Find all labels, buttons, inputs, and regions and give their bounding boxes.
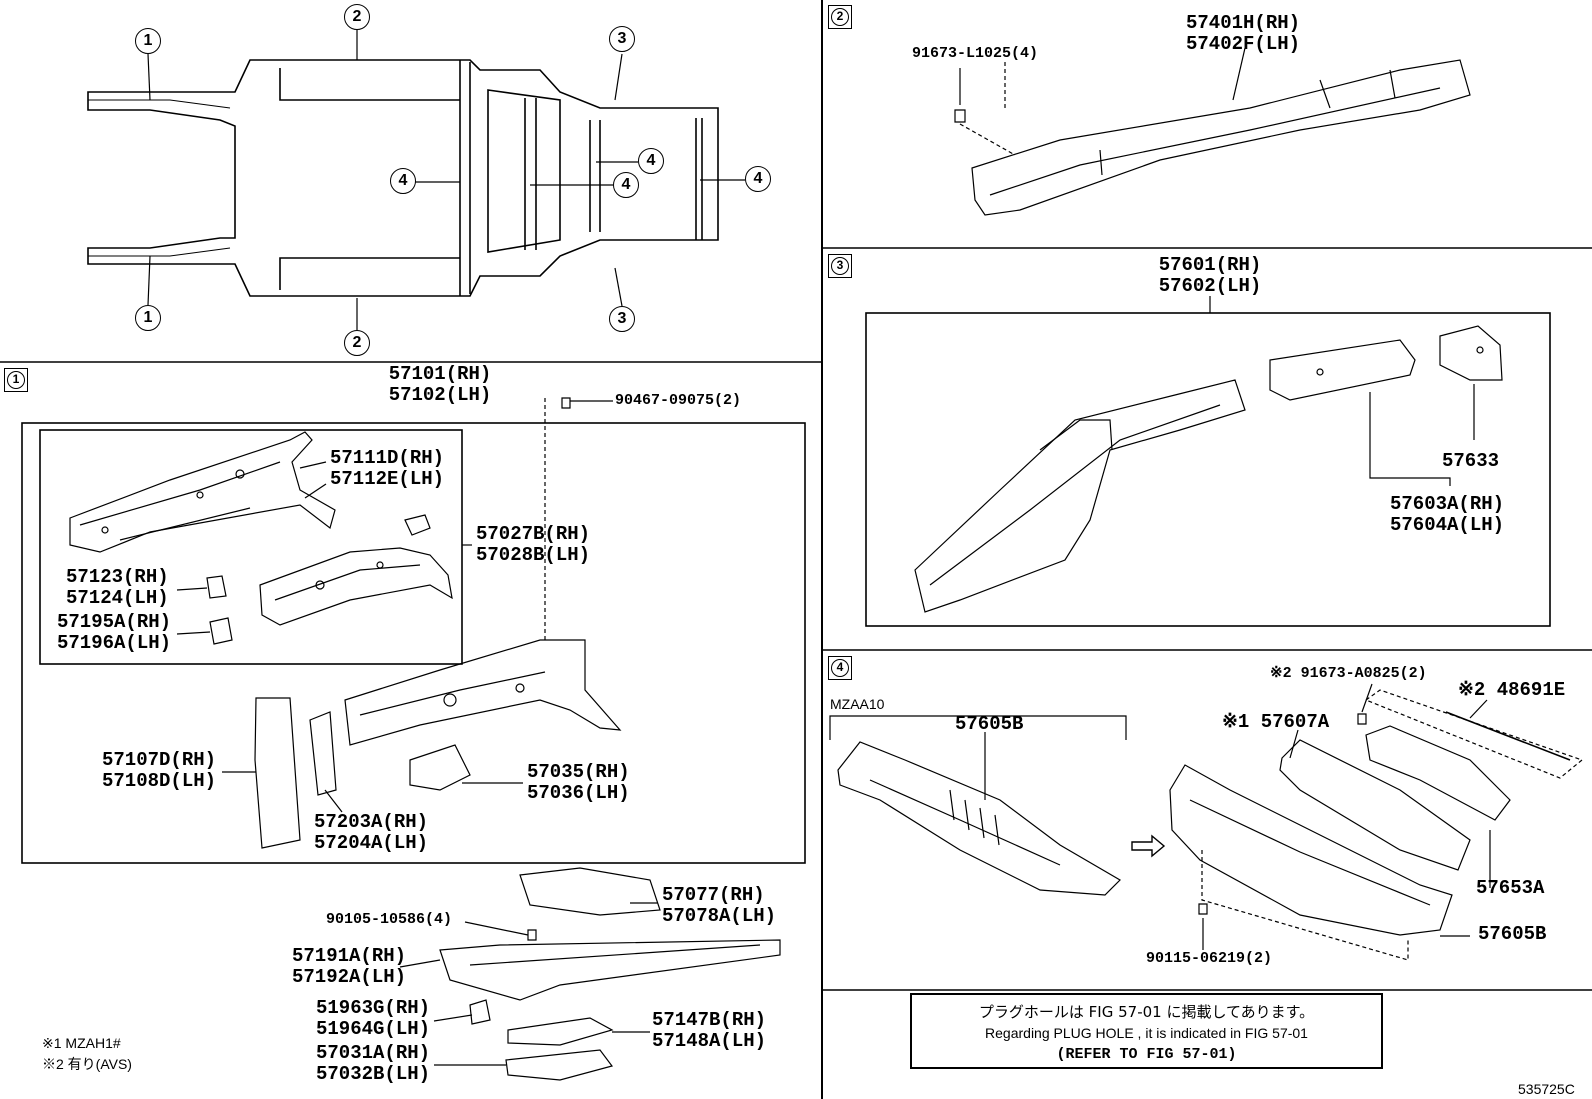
part-57148[interactable]: 57148A(LH) <box>652 1030 767 1052</box>
part-57108[interactable]: 57108D(LH) <box>102 770 217 792</box>
callout-4-left[interactable]: 4 <box>390 168 416 194</box>
part-57195[interactable]: 57195A(RH) <box>57 611 172 633</box>
s1-apron-upper <box>69 431 336 553</box>
s1-inner-box <box>39 429 463 665</box>
part-57101[interactable]: 57101(RH) <box>388 363 492 385</box>
s1-side-member <box>344 639 622 746</box>
part-51964[interactable]: 51964G(LH) <box>316 1018 431 1040</box>
part-57602[interactable]: 57602(LH) <box>1158 275 1262 297</box>
s3-box <box>865 312 1551 627</box>
part-90115[interactable]: 90115-06219(2) <box>1146 950 1273 967</box>
s1-bolt-90467 <box>561 397 571 409</box>
s4-arrow <box>1131 834 1166 858</box>
part-57633[interactable]: 57633 <box>1442 450 1500 472</box>
s1-rocker-lower <box>439 867 781 1081</box>
part-57078[interactable]: 57078A(LH) <box>662 905 777 927</box>
s3-apron-assembly <box>914 325 1503 613</box>
s4-dash-panel-right <box>1169 711 1571 936</box>
callout-3-bottom[interactable]: 3 <box>609 306 635 332</box>
s3-leaders <box>1209 296 1475 486</box>
part-57402[interactable]: 57402F(LH) <box>1186 33 1301 55</box>
figure-id: 535725C <box>1518 1081 1575 1097</box>
section-1-number: 1 <box>7 371 25 389</box>
part-51963[interactable]: 51963G(RH) <box>316 997 431 1019</box>
part-57401[interactable]: 57401H(RH) <box>1186 12 1301 34</box>
part-57203[interactable]: 57203A(RH) <box>314 811 429 833</box>
s1-outer-box <box>21 422 806 864</box>
callout-1-bottom[interactable]: 1 <box>135 305 161 331</box>
s4-leaders <box>984 683 1584 961</box>
s1-apron-lower <box>259 514 453 626</box>
part-57031[interactable]: 57031A(RH) <box>316 1042 431 1064</box>
part-57102[interactable]: 57102(LH) <box>388 384 492 406</box>
part-57192[interactable]: 57192A(LH) <box>292 966 407 988</box>
footnote-1: ※1 MZAH1# <box>42 1035 121 1051</box>
s1-pillar-57107 <box>254 697 301 849</box>
section-4-tag: 4 <box>828 656 852 680</box>
part-57204[interactable]: 57204A(LH) <box>314 832 429 854</box>
s1-brace-57203 <box>309 711 337 796</box>
underbody-overview-outline <box>87 59 719 297</box>
section-1-tag: 1 <box>4 368 28 392</box>
part-57077[interactable]: 57077(RH) <box>662 884 765 906</box>
callout-2-bottom[interactable]: 2 <box>344 330 370 356</box>
part-57191[interactable]: 57191A(RH) <box>292 945 407 967</box>
callout-2-top[interactable]: 2 <box>344 4 370 30</box>
part-57605b-right[interactable]: 57605B <box>1478 923 1547 945</box>
part-57603[interactable]: 57603A(RH) <box>1390 493 1505 515</box>
part-57605b-left[interactable]: 57605B <box>955 713 1024 735</box>
s4-dash-panel-left <box>837 741 1121 896</box>
part-91673-l1025[interactable]: 91673-L1025(4) <box>912 45 1039 62</box>
section-4-number: 4 <box>831 659 849 677</box>
note-reference[interactable]: (REFER TO FIG 57-01) <box>1056 1046 1237 1063</box>
part-57112[interactable]: 57112E(LH) <box>330 468 445 490</box>
part-57035[interactable]: 57035(RH) <box>527 761 630 783</box>
part-91673-a0825[interactable]: ※2 91673-A0825(2) <box>1270 665 1427 682</box>
section-3-number: 3 <box>831 257 849 275</box>
part-48691e[interactable]: ※2 48691E <box>1458 679 1566 701</box>
section-2-number: 2 <box>831 8 849 26</box>
part-57196[interactable]: 57196A(LH) <box>57 632 172 654</box>
part-57032[interactable]: 57032B(LH) <box>316 1063 431 1085</box>
section-3-tag: 3 <box>828 254 852 278</box>
section-2-tag: 2 <box>828 5 852 29</box>
note-japanese: プラグホールは FIG 57-01 に掲載してあります。 <box>978 1003 1315 1021</box>
callout-3-top[interactable]: 3 <box>609 26 635 52</box>
callout-1-top[interactable]: 1 <box>135 28 161 54</box>
part-57653a[interactable]: 57653A <box>1476 877 1545 899</box>
callout-4-right[interactable]: 4 <box>745 166 771 192</box>
s1-leaders <box>176 400 658 1066</box>
model-mzaa10: MZAA10 <box>830 696 885 712</box>
part-57036[interactable]: 57036(LH) <box>527 782 630 804</box>
callout-4-mid-upper[interactable]: 4 <box>638 148 664 174</box>
part-57124[interactable]: 57124(LH) <box>66 587 169 609</box>
part-57123[interactable]: 57123(RH) <box>66 566 169 588</box>
part-90467[interactable]: 90467-09075(2) <box>615 392 742 409</box>
part-57147[interactable]: 57147B(RH) <box>652 1009 767 1031</box>
s2-leaders <box>959 47 1246 156</box>
s2-bolt <box>954 109 966 123</box>
part-57607a[interactable]: ※1 57607A <box>1222 711 1330 733</box>
plug-hole-note: プラグホールは FIG 57-01 に掲載してあります。 Regarding P… <box>910 993 1383 1069</box>
part-57111[interactable]: 57111D(RH) <box>330 447 445 469</box>
overview-leader-lines <box>147 30 745 330</box>
s1-bracket-57035 <box>409 744 471 791</box>
callout-4-mid-lower[interactable]: 4 <box>613 172 639 198</box>
part-57027[interactable]: 57027B(RH) <box>476 523 591 545</box>
part-57107[interactable]: 57107D(RH) <box>102 749 217 771</box>
part-57601[interactable]: 57601(RH) <box>1158 254 1262 276</box>
part-90105[interactable]: 90105-10586(4) <box>326 911 453 928</box>
s1-bracket-57195 <box>209 617 233 645</box>
note-english: Regarding PLUG HOLE , it is indicated in… <box>985 1025 1308 1041</box>
s2-rocker-panel <box>971 59 1471 216</box>
part-57604[interactable]: 57604A(LH) <box>1390 514 1505 536</box>
part-57028[interactable]: 57028B(LH) <box>476 544 591 566</box>
s4-bracket-mzaa10 <box>829 715 1127 740</box>
footnote-2: ※2 有り(AVS) <box>42 1056 132 1072</box>
s1-bracket-57123 <box>206 575 227 599</box>
